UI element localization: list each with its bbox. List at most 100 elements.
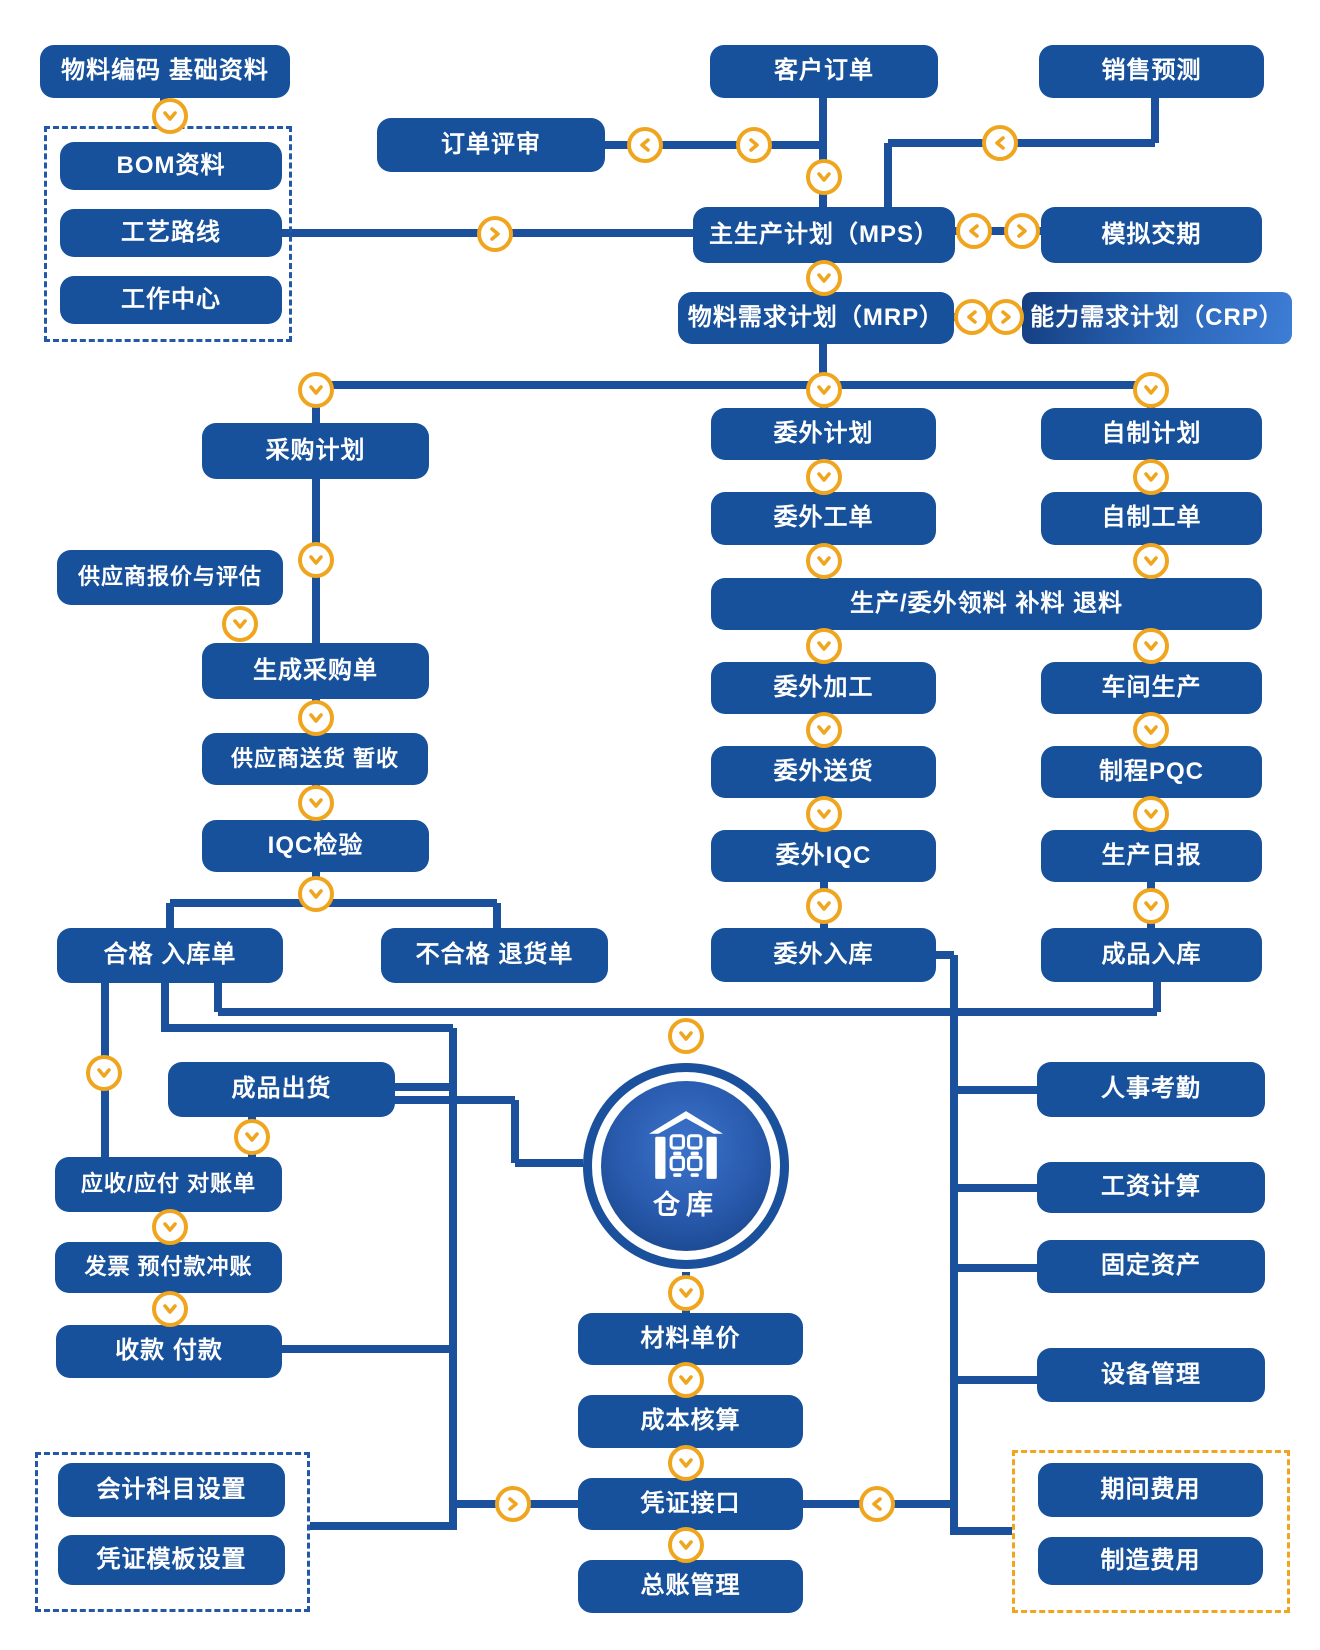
node-equipment-mgmt: 设备管理: [1037, 1348, 1265, 1402]
connector-line: [170, 899, 497, 907]
node-period-expense: 期间费用: [1038, 1463, 1263, 1517]
connector-line: [395, 1083, 453, 1091]
node-outsource-iqc: 委外IQC: [711, 830, 936, 882]
node-general-ledger: 总账管理: [578, 1560, 803, 1613]
connector-line: [218, 1008, 1157, 1016]
node-qualified-instock: 合格 入库单: [57, 928, 283, 983]
connector-line: [955, 227, 1041, 235]
node-iqc-inspection: IQC检验: [202, 820, 429, 872]
node-outsource-processing: 委外加工: [711, 662, 936, 714]
node-cost-accounting: 成本核算: [578, 1395, 803, 1448]
arrow-basics-down-icon: [152, 98, 188, 134]
arrow-into-warehouse-down-icon: [668, 1018, 704, 1054]
warehouse-label: 仓库: [653, 1189, 719, 1220]
node-mrp: 物料需求计划（MRP）: [678, 292, 954, 344]
node-account-setup: 会计科目设置: [58, 1463, 285, 1517]
arrow-inhouse-5-down-icon: [1133, 796, 1169, 832]
connector-line: [1153, 982, 1161, 1012]
node-material-price: 材料单价: [578, 1313, 803, 1365]
node-material-coding: 物料编码 基础资料: [40, 45, 290, 98]
arrow-inhouse-2-down-icon: [1133, 543, 1169, 579]
node-invoice-prepay: 发票 预付款冲账: [55, 1242, 282, 1293]
node-mfg-expense: 制造费用: [1038, 1537, 1263, 1585]
node-receipt-payment: 收款 付款: [56, 1325, 282, 1378]
connector-line: [819, 344, 827, 385]
connector-line: [166, 903, 174, 928]
node-supplier-delivery: 供应商送货 暂收: [202, 733, 428, 785]
node-ar-ap: 应收/应付 对账单: [55, 1157, 282, 1212]
connector-line: [493, 903, 501, 928]
connector-line: [310, 1522, 453, 1530]
node-payroll: 工资计算: [1037, 1162, 1265, 1213]
node-create-po: 生成采购单: [202, 643, 429, 699]
arrow-outsource-6-down-icon: [806, 888, 842, 924]
node-process-pqc: 制程PQC: [1041, 746, 1262, 798]
node-work-center: 工作中心: [60, 276, 282, 324]
arrow-right-into-voucher-left-icon: [859, 1486, 895, 1522]
node-purchase-plan: 采购计划: [202, 423, 429, 479]
arrow-mps-sim-right-right-icon: [1004, 213, 1040, 249]
node-process-route: 工艺路线: [60, 209, 282, 257]
arrow-price-down-down-icon: [668, 1362, 704, 1398]
arrow-outsource-3-down-icon: [806, 628, 842, 664]
expenses-group: [1012, 1450, 1290, 1613]
node-material-issue: 生产/委外领料 补料 退料: [711, 578, 1262, 630]
arrow-mps-to-mrp-down-icon: [806, 260, 842, 296]
node-unqualified-return: 不合格 退货单: [381, 928, 608, 983]
connector-line: [395, 1096, 515, 1104]
arrow-delivery-down-down-icon: [298, 785, 334, 821]
warehouse-icon: [649, 1110, 723, 1179]
arrow-order-review-left-left-icon: [627, 127, 663, 163]
arrow-forecast-to-mps-left-icon: [982, 125, 1018, 161]
arrow-to-inhouse-plan-down-icon: [1133, 372, 1169, 408]
arrow-quote-down-down-icon: [222, 606, 258, 642]
warehouse-inner-disc: 仓库: [601, 1081, 771, 1251]
node-supplier-quote: 供应商报价与评估: [57, 550, 283, 605]
connector-line: [605, 141, 823, 149]
arrow-arap-down-down-icon: [152, 1209, 188, 1245]
arrow-invoice-down-down-icon: [152, 1291, 188, 1327]
arrow-inhouse-1-down-icon: [1133, 459, 1169, 495]
connector-line: [950, 955, 958, 1535]
node-fg-shipment: 成品出货: [168, 1062, 395, 1117]
connector-line: [316, 381, 1151, 389]
node-inhouse-plan: 自制计划: [1041, 408, 1262, 460]
arrow-to-outsource-plan-down-icon: [806, 372, 842, 408]
connector-line: [884, 143, 892, 207]
arrow-po-down-down-icon: [298, 700, 334, 736]
connector-line: [888, 139, 1155, 147]
arrow-order-review-right-right-icon: [736, 127, 772, 163]
arrow-outsource-4-down-icon: [806, 712, 842, 748]
node-hr-attendance: 人事考勤: [1037, 1062, 1265, 1117]
connector-line: [165, 1024, 453, 1032]
arrow-warehouse-out-down-icon: [668, 1275, 704, 1311]
node-outsource-plan: 委外计划: [711, 408, 936, 460]
warehouse-circle: 仓库: [583, 1063, 789, 1269]
connector-line: [1151, 98, 1159, 143]
arrow-left-into-voucher-right-icon: [495, 1486, 531, 1522]
node-voucher-template: 凭证模板设置: [58, 1535, 285, 1585]
arrow-outsource-1-down-icon: [806, 459, 842, 495]
node-production-daily: 生产日报: [1041, 830, 1262, 882]
arrow-mps-sim-left-left-icon: [956, 213, 992, 249]
arrow-iqc-down-down-icon: [298, 876, 334, 912]
arrow-inhouse-4-down-icon: [1133, 712, 1169, 748]
arrow-cost-down-down-icon: [668, 1445, 704, 1481]
node-outsource-workorder: 委外工单: [711, 492, 936, 545]
node-delivery-simulation: 模拟交期: [1041, 207, 1262, 263]
connector-line: [936, 951, 954, 959]
connector-line: [282, 1345, 453, 1353]
arrow-purchase-chain-1-down-icon: [298, 542, 334, 578]
connector-line: [214, 983, 222, 1012]
connector-line: [515, 1159, 583, 1167]
node-bom-data: BOM资料: [60, 142, 282, 190]
arrow-outsource-2-down-icon: [806, 543, 842, 579]
arrow-customer-to-mps-down-icon: [806, 159, 842, 195]
connector-line: [954, 1376, 1037, 1384]
node-fixed-assets: 固定资产: [1037, 1240, 1265, 1293]
accounting-setup-group: [35, 1452, 310, 1612]
node-mps: 主生产计划（MPS）: [693, 207, 955, 263]
arrow-mrp-crp-left-left-icon: [954, 299, 990, 335]
node-customer-order: 客户订单: [710, 45, 938, 98]
